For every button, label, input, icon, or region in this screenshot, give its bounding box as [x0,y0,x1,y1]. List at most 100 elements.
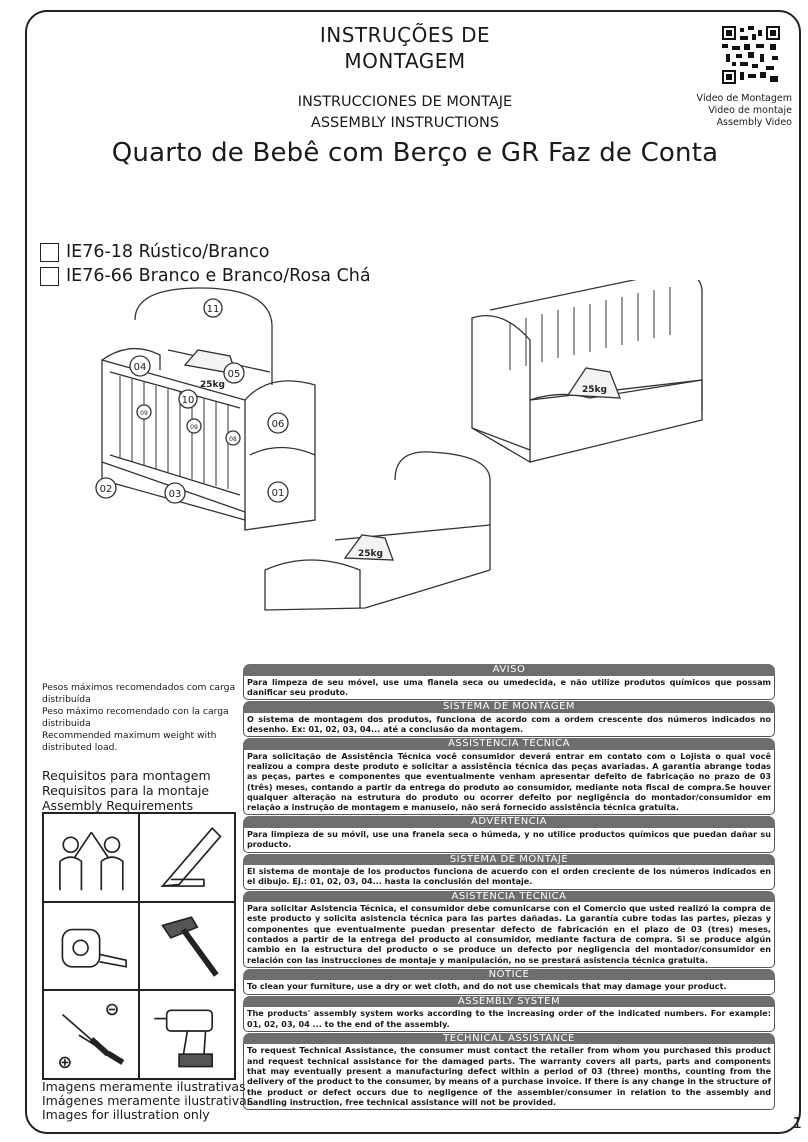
video-labels: Vídeo de Montagem Video de montaje Assem… [697,93,792,129]
section-title: ADVERTENCIA [243,816,775,828]
svg-text:06: 06 [272,419,285,430]
junior-bed-drawing [471,280,703,464]
tool-cell [43,990,139,1079]
video-label-en: Assembly Video [716,117,792,128]
qr-code-icon[interactable] [722,26,780,84]
video-label-es: Video de montaje [708,105,792,116]
weight-label: 25kg [200,380,225,390]
product-illustration: 11 04 05 10 09 09 08 06 02 03 01 25kg 25… [95,280,703,611]
illustration-note: Imagens meramente ilustrativas Imágenes … [42,1080,253,1122]
title-es-en: INSTRUCCIONES DE MONTAJE ASSEMBLY INSTRU… [250,92,560,134]
illustration-note-es: Imágenes meramente ilustrativas [42,1093,254,1108]
part-label: 04 [129,355,151,377]
tool-grid [42,812,236,1080]
title-pt-line1: INSTRUÇÕES DE [319,23,491,47]
svg-text:08: 08 [229,436,237,443]
svg-text:04: 04 [134,362,147,373]
model-checkbox[interactable] [40,266,59,286]
info-section: AVISO Para limpeza de seu móvel, use uma… [243,664,775,701]
requirements-pt: Requisitos para montagem [42,768,211,783]
part-label: 10 [178,389,198,409]
model-label: IE76-66 Branco e Branco/Rosa Chá [66,266,371,286]
part-label: 05 [223,362,245,384]
section-title: SISTEMA DE MONTAGEM [243,701,775,713]
svg-text:02: 02 [100,484,113,495]
model-checkbox[interactable] [40,242,59,262]
svg-text:09: 09 [190,424,198,431]
video-label-pt: Vídeo de Montagem [696,93,792,104]
section-title: NOTICE [243,968,775,981]
page-frame [25,10,801,1134]
info-section: ASISTENCIA TÉCNICA Para solicitar Asiste… [243,890,775,968]
part-label: 06 [267,412,289,434]
part-label: 11 [203,298,223,318]
bed-drawing [264,451,491,611]
tool-cell [139,813,235,902]
svg-text:01: 01 [272,488,285,499]
info-section: SISTEMA DE MONTAJE El sistema de montaje… [243,853,775,890]
title-en: ASSEMBLY INSTRUCTIONS [310,115,500,131]
illustration-note-pt: Imagens meramente ilustrativas [42,1079,246,1094]
product-title: Quarto de Bebê com Berço e GR Faz de Con… [111,138,719,168]
part-label: 09 [186,418,202,434]
weight-label: 25kg [358,549,383,559]
svg-text:11: 11 [207,304,220,315]
svg-text:09: 09 [140,410,148,417]
section-title: ASSISTÊNCIA TÉCNICA [243,738,775,750]
weight-label: 25kg [582,385,607,395]
svg-text:05: 05 [228,369,241,380]
model-option[interactable]: IE76-66 Branco e Branco/Rosa Chá [40,264,371,288]
screwdrivers-icon [58,1003,124,1068]
illustration-note-en: Images for illustration only [42,1107,210,1122]
section-body: Para solicitação de Assistência Técnica … [243,749,775,816]
tool-cell [43,813,139,902]
tape-measure-icon [61,928,127,968]
section-body: O sistema de montagem dos produtos, func… [243,712,775,738]
tool-cell [43,901,139,991]
info-section: SISTEMA DE MONTAGEM O sistema de montage… [243,701,775,738]
weight-note-es: Peso máximo recomendado con la carga dis… [42,706,229,729]
weight-note-en: Recommended maximum weight with distribu… [42,730,217,753]
section-body: The products' assembly system works acco… [243,1007,775,1032]
info-section: TECHNICAL ASSISTANCE To request Technica… [243,1032,775,1111]
requirements-en: Assembly Requirements [42,798,194,813]
section-title: AVISO [243,664,775,676]
section-title: ASISTENCIA TÉCNICA [243,890,775,903]
requirements-es: Requisitos para la montaje [42,783,210,798]
title-pt: INSTRUÇÕES DE MONTAGEM [250,22,560,74]
section-body: Para limpeza de seu móvel, use uma flane… [243,675,775,701]
part-label: 09 [136,404,152,420]
weight-note: Pesos máximos recomendados com carga dis… [42,682,242,754]
title-pt-line2: MONTAGEM [344,49,466,73]
model-list: IE76-18 Rústico/Branco IE76-66 Branco e … [40,240,371,288]
svg-text:10: 10 [182,395,195,406]
section-body: To clean your furniture, use a dry or we… [243,980,775,995]
part-label: 02 [95,477,117,499]
tool-cell [139,990,235,1079]
section-body: To request Technical Assistance, the con… [243,1044,775,1111]
info-section: ASSISTÊNCIA TÉCNICA Para solicitação de … [243,738,775,816]
requirements-title: Requisitos para montagem Requisitos para… [42,768,211,813]
info-section: ASSEMBLY SYSTEM The products' assembly s… [243,995,775,1032]
weight-note-pt: Pesos máximos recomendados com carga dis… [42,682,236,705]
part-label: 03 [164,482,186,504]
hammer-icon [160,916,219,977]
tool-cell [139,901,235,991]
drill-icon [153,1009,213,1067]
section-title: TECHNICAL ASSISTANCE [243,1032,775,1045]
svg-text:03: 03 [169,489,182,500]
model-option[interactable]: IE76-18 Rústico/Branco [40,240,371,264]
title-es: INSTRUCCIONES DE MONTAJE [297,94,513,110]
section-title: ASSEMBLY SYSTEM [243,995,775,1008]
info-sections: AVISO Para limpeza de seu móvel, use uma… [243,664,775,1111]
section-body: Para limpieza de su móvil, use una frane… [243,827,775,853]
page-number: 1 [792,1114,802,1132]
section-body: El sistema de montaje de los productos f… [243,865,775,890]
two-people-icon [58,832,124,891]
model-label: IE76-18 Rústico/Branco [66,242,270,262]
info-section: ADVERTENCIA Para limpieza de su móvil, u… [243,816,775,853]
section-title: SISTEMA DE MONTAJE [243,853,775,866]
crib-drawing [101,287,316,531]
part-label: 01 [267,481,289,503]
part-label: 08 [225,430,241,446]
